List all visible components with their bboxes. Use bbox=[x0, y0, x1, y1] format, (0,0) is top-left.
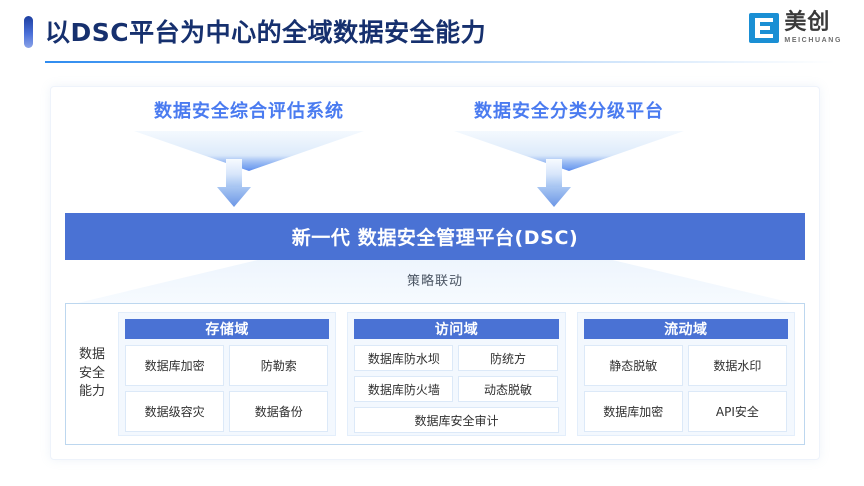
capability-chip[interactable]: 数据库加密 bbox=[125, 345, 225, 386]
dsc-platform-label: 新一代 数据安全管理平台(DSC) bbox=[291, 227, 579, 249]
capability-block: 数据安全能力 存储域数据库加密防勒索数据级容灾数据备份访问域数据库防水坝防统方数… bbox=[65, 303, 805, 445]
diagram-card: 数据安全综合评估系统 数据安全分类分级平台 新一代 数据安全管理平台(DSC) … bbox=[50, 86, 820, 460]
capability-chip[interactable]: API安全 bbox=[687, 391, 787, 432]
down-arrow-icon-1 bbox=[537, 159, 571, 207]
capability-chip[interactable]: 数据水印 bbox=[687, 345, 787, 386]
capability-chip[interactable]: 防勒索 bbox=[229, 345, 329, 386]
capability-chip[interactable]: 数据级容灾 bbox=[125, 391, 225, 432]
source-label-1: 数据安全分类分级平台 bbox=[474, 101, 664, 122]
linkage-label: 策略联动 bbox=[406, 274, 463, 289]
capability-chip[interactable]: 数据库防火墙 bbox=[354, 376, 454, 402]
domain-title-2: 流动域 bbox=[583, 319, 788, 339]
domain-title-1: 访问域 bbox=[354, 319, 559, 339]
title-divider bbox=[45, 61, 835, 63]
capability-side-label-line: 能力 bbox=[78, 384, 105, 400]
capability-chip[interactable]: 数据库安全审计 bbox=[354, 407, 559, 433]
down-arrow-icon-0 bbox=[217, 159, 251, 207]
capability-side-label-line: 数据 bbox=[78, 346, 105, 362]
domain-title-0: 存储域 bbox=[125, 319, 330, 339]
capability-chip[interactable]: 数据库加密 bbox=[583, 391, 683, 432]
domain-items-1: 数据库防水坝防统方数据库防火墙动态脱敏数据库安全审计 bbox=[354, 345, 559, 433]
title-accent-bar bbox=[24, 16, 33, 48]
capability-side-label-line: 安全 bbox=[78, 365, 105, 381]
logo-name-en: MEICHUANG bbox=[784, 37, 842, 44]
page-header: 以DSC平台为中心的全域数据安全能力 美创 MEICHUANG bbox=[0, 0, 864, 72]
page-title: 以DSC平台为中心的全域数据安全能力 bbox=[45, 18, 487, 47]
domain-items-0: 数据库加密防勒索数据级容灾数据备份 bbox=[125, 345, 329, 432]
source-block-1: 数据安全分类分级平台 bbox=[439, 97, 699, 171]
domain-panel-1: 访问域数据库防水坝防统方数据库防火墙动态脱敏数据库安全审计 bbox=[347, 312, 566, 436]
dsc-platform-bar: 新一代 数据安全管理平台(DSC) bbox=[65, 213, 805, 260]
brand-logo: 美创 MEICHUANG bbox=[749, 12, 842, 50]
capability-chip[interactable]: 动态脱敏 bbox=[458, 376, 558, 402]
domain-list: 存储域数据库加密防勒索数据级容灾数据备份访问域数据库防水坝防统方数据库防火墙动态… bbox=[118, 304, 804, 444]
logo-text: 美创 MEICHUANG bbox=[784, 10, 842, 45]
domain-panel-0: 存储域数据库加密防勒索数据级容灾数据备份 bbox=[118, 312, 337, 436]
capability-side-label-text: 数据安全能力 bbox=[79, 346, 105, 403]
meichuang-logo-icon bbox=[749, 13, 780, 43]
logo-name-cn: 美创 bbox=[784, 10, 831, 35]
source-label-0: 数据安全综合评估系统 bbox=[154, 101, 344, 122]
capability-side-label: 数据安全能力 bbox=[66, 304, 118, 444]
capability-chip[interactable]: 数据库防水坝 bbox=[354, 345, 454, 371]
capability-chip[interactable]: 数据备份 bbox=[229, 391, 329, 432]
capability-chip[interactable]: 静态脱敏 bbox=[583, 345, 683, 386]
capability-chip[interactable]: 防统方 bbox=[458, 345, 558, 371]
source-block-0: 数据安全综合评估系统 bbox=[119, 97, 379, 171]
